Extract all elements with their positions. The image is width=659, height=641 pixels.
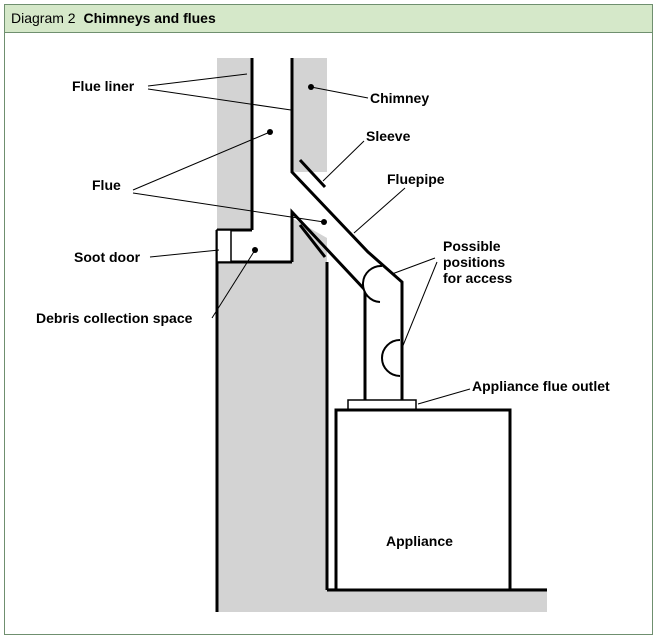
appliance-box <box>334 408 512 592</box>
label-soot-door: Soot door <box>74 249 141 265</box>
leader-debris <box>211 249 256 319</box>
leader-flue-liner-b <box>147 88 292 111</box>
diagram-title: Chimneys and flues <box>83 10 216 26</box>
leader-flue-liner-a <box>147 73 248 87</box>
left-chimney-wall-upper <box>217 58 252 230</box>
sleeve-upper <box>298 158 327 189</box>
masonry <box>217 58 547 612</box>
right-chimney-wall-upper <box>292 58 327 172</box>
soot-door <box>216 229 232 263</box>
fluepipe-lower-line <box>290 208 367 404</box>
point-markers <box>252 84 327 253</box>
label-flue-liner: Flue liner <box>72 78 135 94</box>
leader-flue-a <box>132 131 271 191</box>
leader-access-b <box>401 261 438 349</box>
sleeve-lower <box>298 224 327 258</box>
diagram-header: Diagram 2 Chimneys and flues <box>5 5 652 33</box>
fluepipe-upper-line <box>290 160 404 404</box>
marker-flue-lower <box>321 219 327 225</box>
leader-sleeve <box>322 140 365 182</box>
label-possible-3: for access <box>443 270 512 286</box>
label-sleeve: Sleeve <box>366 128 411 144</box>
labels: Flue liner Chimney Sleeve Flue Fluepipe … <box>36 78 610 549</box>
label-fluepipe: Fluepipe <box>387 171 445 187</box>
marker-debris <box>252 247 258 253</box>
marker-flue-upper <box>267 129 273 135</box>
access-point-upper <box>361 264 383 303</box>
leader-fluepipe <box>353 187 406 234</box>
marker-chimney <box>308 84 314 90</box>
leader-lines <box>132 73 471 405</box>
label-chimney: Chimney <box>370 90 429 106</box>
label-appliance: Appliance <box>386 533 453 549</box>
leader-chimney <box>310 86 369 99</box>
left-chimney-wall-lower <box>217 262 292 612</box>
sleeves <box>298 158 327 258</box>
right-wall-base <box>292 262 327 612</box>
label-debris: Debris collection space <box>36 310 193 326</box>
label-outlet: Appliance flue outlet <box>472 378 610 394</box>
label-possible-2: positions <box>443 254 505 270</box>
diagram-number: Diagram 2 <box>11 10 76 26</box>
leader-soot-door <box>149 249 220 258</box>
label-flue: Flue <box>92 177 121 193</box>
leader-outlet <box>417 388 471 405</box>
label-possible-1: Possible <box>443 238 501 254</box>
leader-flue-b <box>132 192 325 223</box>
leader-access-a <box>391 257 436 275</box>
hearth-base <box>292 588 547 612</box>
access-point-lower <box>381 339 401 377</box>
access-points <box>361 264 401 377</box>
